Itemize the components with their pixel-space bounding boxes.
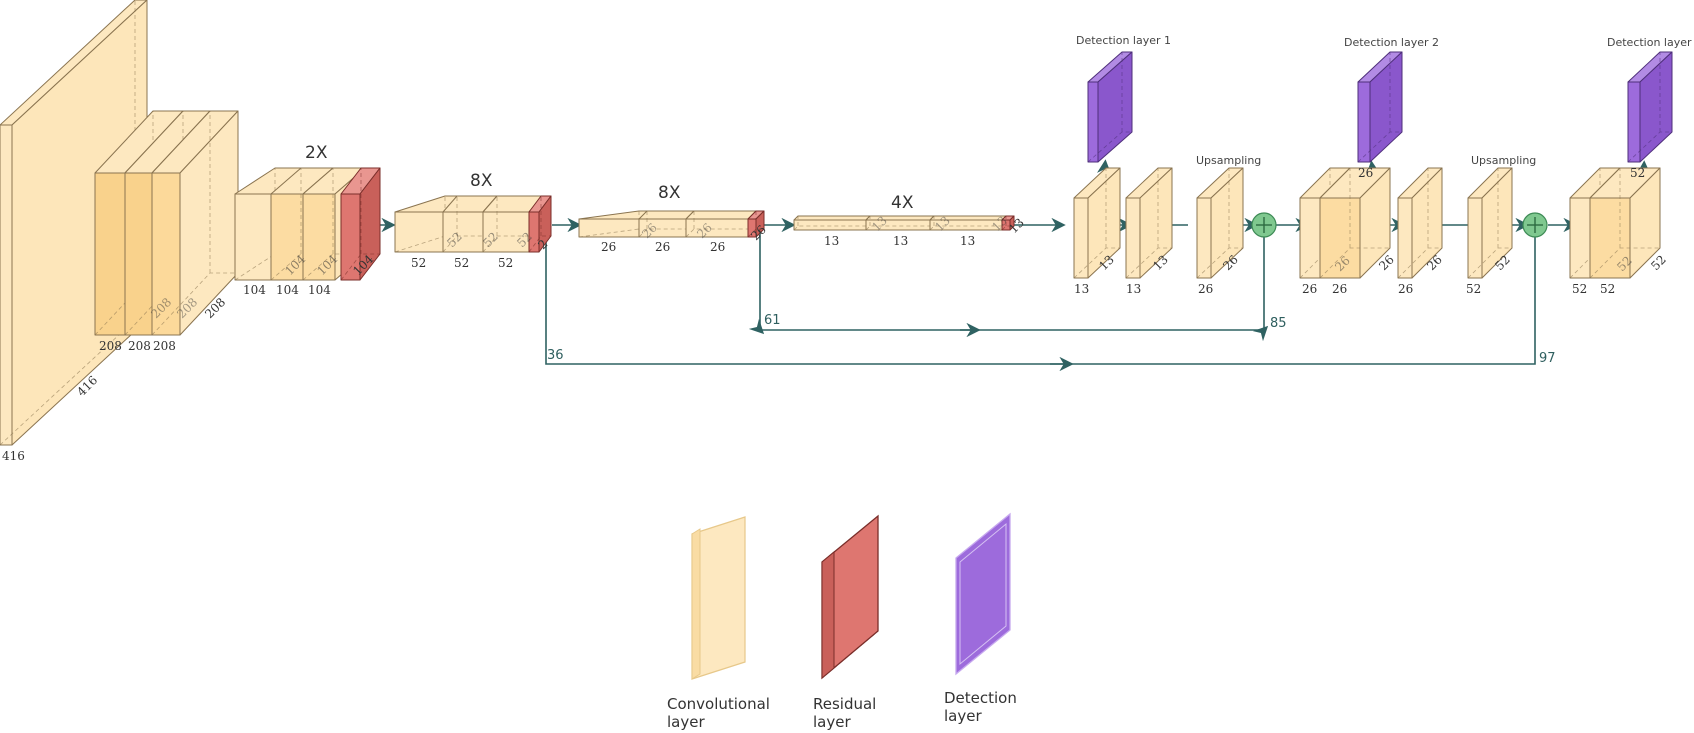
detection-layer-2-label: Detection layer 2	[1344, 36, 1439, 49]
dim-104-b: 104	[276, 283, 299, 297]
dim-52-b: 52	[454, 256, 469, 270]
skip-61-85	[748, 228, 1269, 342]
input-dim-width: 416	[2, 449, 25, 463]
dim-13-a: 13	[824, 234, 839, 248]
head1-dim-b: 13	[1126, 282, 1141, 296]
repeat-104: 2X	[305, 143, 328, 163]
dim-26-c: 26	[710, 240, 725, 254]
dim-13-b: 13	[893, 234, 908, 248]
merge-node-1	[1251, 212, 1277, 238]
conv-13-b	[865, 215, 935, 231]
dim-26-a: 26	[601, 240, 616, 254]
residual-104	[340, 167, 381, 281]
head2-dim-b: 26	[1332, 282, 1347, 296]
dim-208-b: 208	[128, 339, 151, 353]
skip-36-97	[545, 228, 1536, 365]
conv-13-a	[793, 215, 871, 231]
head3-conv-b	[1589, 167, 1661, 279]
head3-det-dim: 52	[1630, 166, 1645, 180]
head2-det-dim: 26	[1358, 166, 1373, 180]
labels: 416 416 208 208 208 208 208 208 2X 104 1…	[2, 34, 1694, 463]
detection-2	[1357, 51, 1403, 163]
head3-dim-b: 52	[1600, 282, 1615, 296]
detection-1	[1087, 51, 1133, 163]
skip-to-85: 85	[1270, 316, 1287, 331]
dim-208-a: 208	[99, 339, 122, 353]
head2-dim-c: 26	[1398, 282, 1413, 296]
skip-to-97: 97	[1539, 351, 1556, 366]
upsample1-dim-a: 26	[1198, 282, 1213, 296]
upsampling-2-label: Upsampling	[1471, 154, 1536, 167]
head3-dim-a: 52	[1572, 282, 1587, 296]
detection-layer-3-label: Detection layer 3	[1607, 36, 1694, 49]
dim-208-c: 208	[153, 339, 176, 353]
head2-conv-b	[1319, 167, 1391, 279]
head1-dim-a: 13	[1074, 282, 1089, 296]
head2-conv-c	[1397, 167, 1443, 279]
residual-26	[747, 210, 765, 238]
dim-104-a: 104	[243, 283, 266, 297]
dim-26-b: 26	[655, 240, 670, 254]
repeat-13: 4X	[891, 193, 914, 213]
conv-208-c	[151, 110, 239, 336]
skip-from-61: 61	[764, 313, 781, 328]
head2-upsample	[1467, 167, 1513, 279]
dim-104-c: 104	[308, 283, 331, 297]
skip-from-36: 36	[547, 348, 564, 363]
head1-conv-b	[1125, 167, 1173, 279]
head1-upsample	[1196, 167, 1244, 279]
upsampling-1-label: Upsampling	[1196, 154, 1261, 167]
head2-dim-a: 26	[1302, 282, 1317, 296]
head1-conv-a	[1073, 167, 1121, 279]
upsample2-dim-a: 52	[1466, 282, 1481, 296]
merge-node-2	[1522, 212, 1548, 238]
repeat-26: 8X	[658, 183, 681, 203]
dim-13-c: 13	[960, 234, 975, 248]
residual-13	[1001, 215, 1015, 231]
dim-52-c: 52	[498, 256, 513, 270]
repeat-52: 8X	[470, 171, 493, 191]
residual-52	[528, 195, 552, 253]
dim-52-a: 52	[411, 256, 426, 270]
layer-blocks	[0, 0, 1673, 446]
detection-layer-1-label: Detection layer 1	[1076, 34, 1171, 47]
detection-3	[1627, 51, 1673, 163]
